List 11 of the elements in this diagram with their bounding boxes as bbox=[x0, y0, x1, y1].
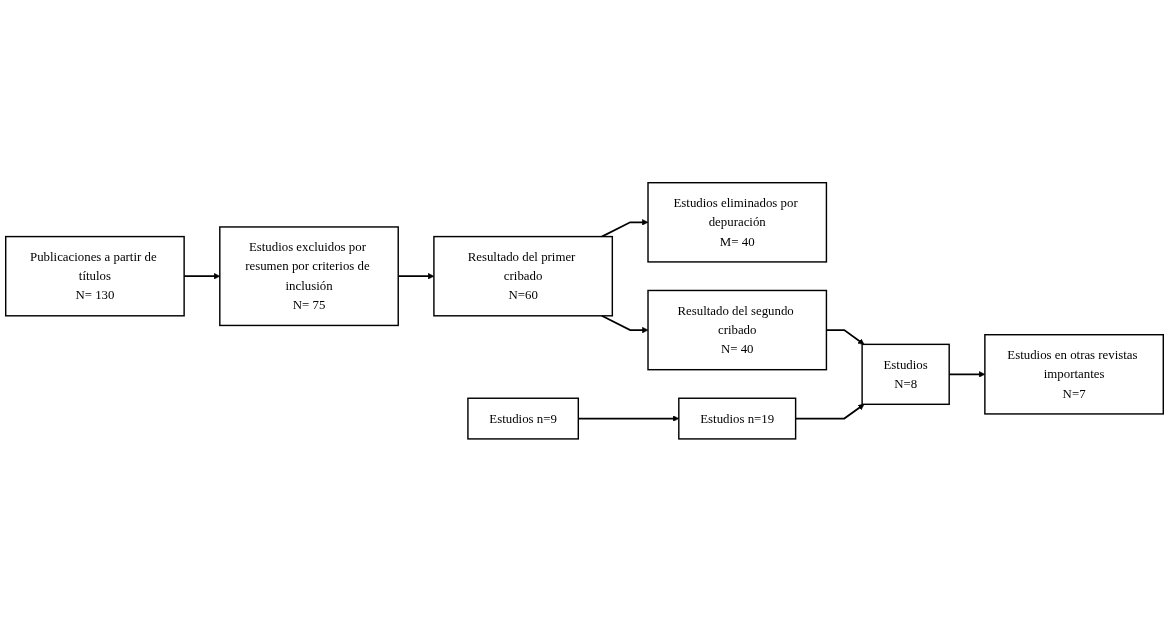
arrow bbox=[600, 314, 649, 333]
node-box: Publicaciones a partir de títulos N= 130 bbox=[5, 235, 185, 317]
node-box: Resultado del primer cribado N=60 bbox=[433, 235, 614, 317]
node-box: Estudios N=8 bbox=[861, 343, 950, 405]
node-box: Estudios eliminados por depuración M= 40 bbox=[647, 181, 828, 263]
node-box: Estudios n=19 bbox=[678, 397, 797, 440]
arrow bbox=[600, 218, 649, 238]
node-box: Resultado del segundo cribado N= 40 bbox=[647, 289, 828, 371]
node-box: Estudios excluidos por resumen por criterios de inclusión N= 75 bbox=[219, 225, 399, 326]
node-box: Estudios n=9 bbox=[467, 397, 580, 440]
node-box: Estudios en otras revistas importantes N=7 bbox=[984, 333, 1164, 415]
